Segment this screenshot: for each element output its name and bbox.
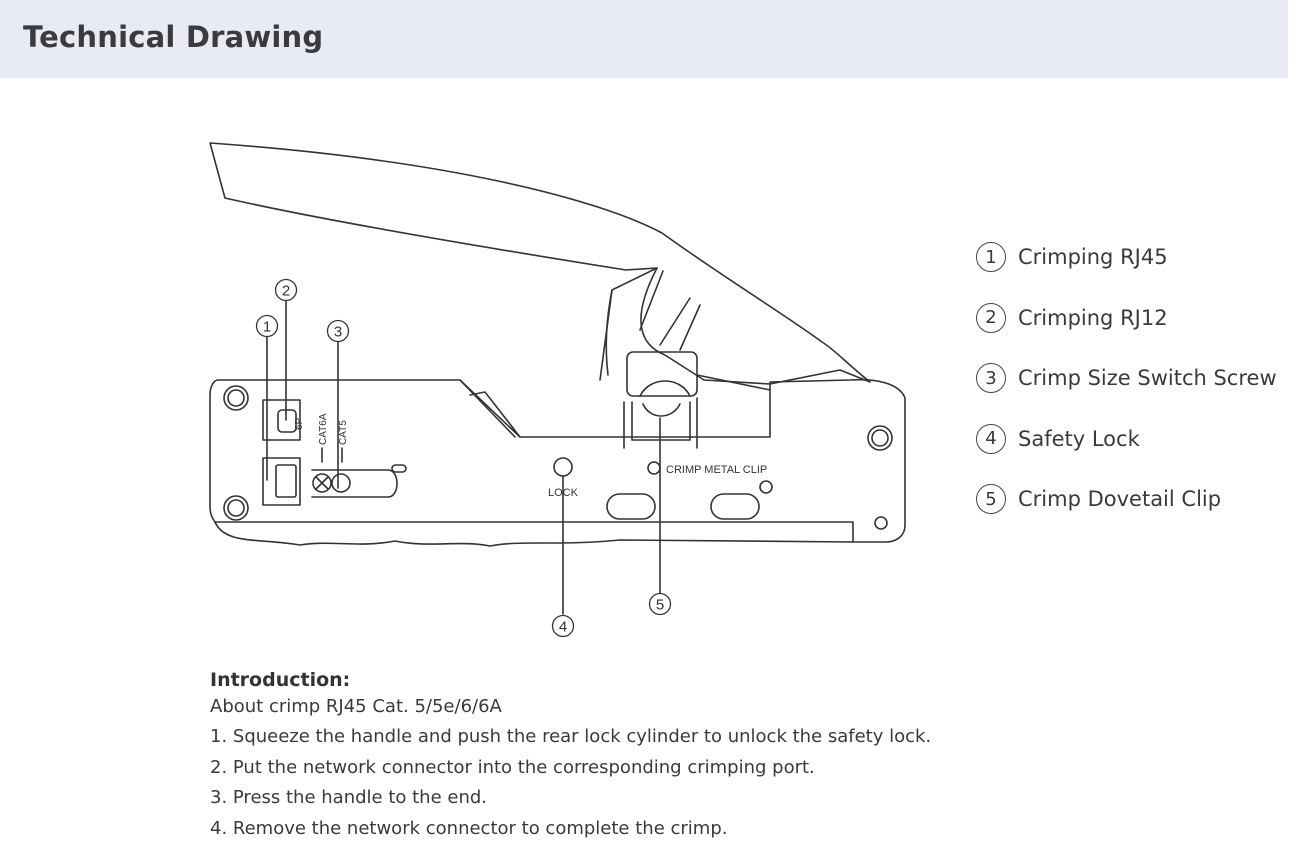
legend-label: Crimping RJ45 — [1018, 245, 1168, 269]
crimp-tool-drawing: 6P CAT6A CAT5 LOCK CRIMP METAL CLIP 1 2 … — [209, 142, 906, 638]
introduction-heading: Introduction: — [210, 669, 351, 691]
label-cat5: CAT5 — [338, 420, 349, 445]
rj12-port — [262, 399, 301, 441]
screw-hole-icon — [223, 495, 249, 521]
size-switch-screw-icon — [312, 473, 332, 493]
legend-label: Crimp Size Switch Screw — [1018, 366, 1277, 390]
introduction-subtitle: About crimp RJ45 Cat. 5/5e/6/6A — [210, 696, 502, 717]
legend-number: 1 — [976, 242, 1006, 272]
label-crimp-metal-clip: CRIMP METAL CLIP — [666, 464, 767, 476]
callout-4: 4 — [551, 614, 575, 638]
rj45-port — [262, 457, 301, 506]
instruction-step: 4. Remove the network connector to compl… — [210, 817, 728, 839]
page-title: Technical Drawing — [23, 20, 324, 54]
callout-5: 5 — [648, 592, 672, 616]
legend-item: 4 Safety Lock — [976, 422, 1277, 456]
instruction-step: 3. Press the handle to the end. — [210, 787, 488, 808]
screw-hole-icon — [867, 425, 893, 451]
legend-label: Crimping RJ12 — [1018, 305, 1168, 330]
svg-text:4: 4 — [559, 619, 567, 636]
svg-text:1: 1 — [263, 319, 271, 336]
legend-number: 3 — [976, 363, 1006, 393]
callout-3: 3 — [326, 319, 350, 343]
legend: 1 Crimping RJ45 2 Crimping RJ12 3 Crimp … — [976, 240, 1277, 543]
legend-label: Safety Lock — [1018, 426, 1140, 451]
callout-1: 1 — [255, 314, 279, 338]
instruction-step: 1. Squeeze the handle and push the rear … — [210, 726, 932, 747]
size-switch-slot — [311, 469, 398, 498]
legend-label: Crimp Dovetail Clip — [1018, 487, 1222, 511]
safety-lock-icon — [553, 457, 573, 477]
legend-number: 2 — [976, 302, 1006, 333]
tool-handle — [209, 142, 871, 385]
legend-number: 4 — [976, 423, 1006, 454]
tool-body — [209, 378, 906, 543]
legend-item: 3 Crimp Size Switch Screw — [976, 361, 1277, 395]
svg-text:2: 2 — [282, 283, 290, 300]
svg-text:5: 5 — [656, 597, 664, 614]
label-cat6a: CAT6A — [318, 413, 329, 445]
screw-hole-icon — [223, 385, 249, 411]
legend-number: 5 — [976, 484, 1006, 514]
legend-item: 1 Crimping RJ45 — [976, 240, 1277, 274]
callout-2: 2 — [274, 278, 298, 302]
svg-text:3: 3 — [334, 324, 342, 341]
jaw-block — [626, 351, 698, 397]
legend-item: 5 Crimp Dovetail Clip — [976, 482, 1277, 516]
introduction-section: Introduction: About crimp RJ45 Cat. 5/5e… — [210, 669, 931, 844]
header-bar: Technical Drawing — [0, 0, 1288, 78]
legend-item: 2 Crimping RJ12 — [976, 301, 1277, 335]
instruction-step: 2. Put the network connector into the co… — [210, 756, 815, 778]
label-6p: 6P — [294, 417, 305, 430]
instruction-steps: 1. Squeeze the handle and push the rear … — [210, 722, 931, 844]
